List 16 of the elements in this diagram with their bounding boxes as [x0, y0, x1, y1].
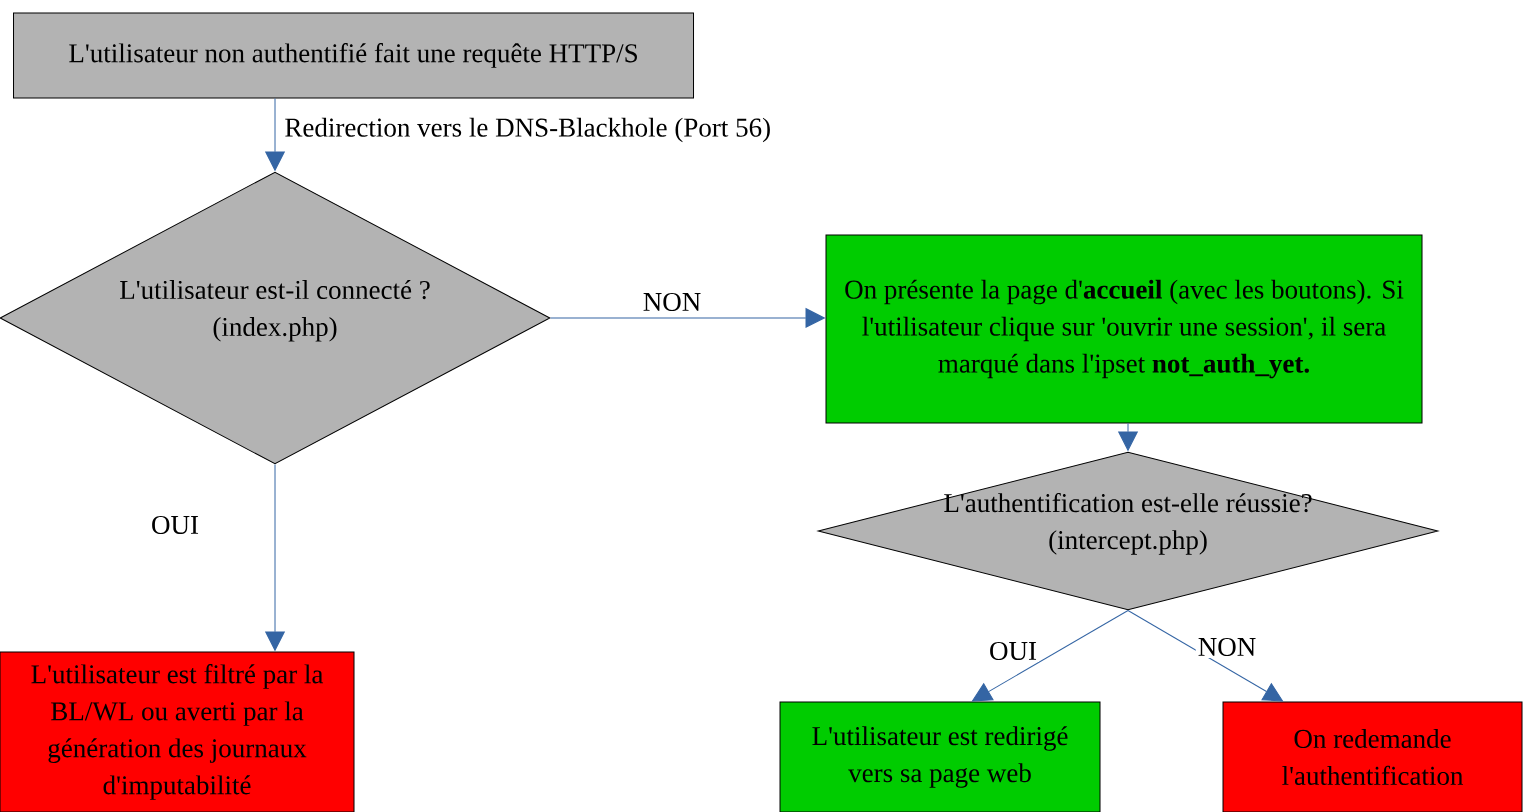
- arrow: [265, 464, 285, 651]
- edge-label: NON: [1195, 635, 1259, 659]
- arrow: [550, 308, 825, 328]
- process-box: L'utilisateur non authentifié fait une requête HTTP/S: [13, 12, 694, 99]
- edge-label: OUI: [149, 513, 201, 537]
- process-box: L'utilisateur est filtré par la BL/WL ou averti par la génération des journaux d'imputabilité: [0, 651, 355, 812]
- process-box: L'utilisateur est redirigé vers sa page web: [779, 701, 1101, 812]
- edge-label: NON: [640, 290, 704, 314]
- edge-label: OUI: [987, 639, 1039, 663]
- arrow: [972, 610, 1129, 702]
- process-box: On présente la page d'accueil (avec les boutons). Si l'utilisateur clique sur 'ouvrir une session', il sera marqué dans l'ipset not_auth_yet.: [825, 234, 1423, 424]
- arrow: [1118, 423, 1138, 451]
- arrow: [1127, 610, 1284, 702]
- arrow: [265, 98, 285, 171]
- edge-label: Redirection vers le DNS-Blackhole (Port 56): [282, 115, 774, 145]
- process-box: On redemande l'authentification: [1222, 701, 1523, 812]
